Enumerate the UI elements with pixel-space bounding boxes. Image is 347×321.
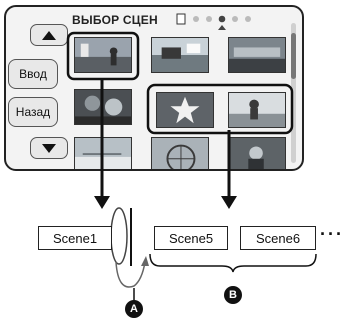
arrow-down-icon: [221, 196, 237, 209]
scene-thumbnail-9[interactable]: [228, 137, 286, 169]
triangle-up-icon: [42, 30, 56, 40]
scroll-down-button[interactable]: [30, 137, 68, 159]
triangle-down-icon: [42, 143, 56, 153]
page-indicator-doc-icon: [176, 13, 186, 25]
scene-thumbnail-2[interactable]: [151, 37, 209, 73]
screen-title: ВЫБОР СЦЕН: [72, 13, 158, 27]
scrollbar-thumb[interactable]: [291, 33, 296, 79]
scene-thumbnail-5[interactable]: [156, 92, 214, 128]
label-b-badge: B: [224, 286, 242, 304]
curved-arrow-icon: [115, 261, 146, 288]
scene6-box: Scene6: [240, 226, 316, 250]
enter-button[interactable]: Ввод: [8, 59, 58, 89]
scene1-box: Scene1: [38, 226, 112, 250]
scene-thumbnail-8[interactable]: [151, 137, 209, 169]
scene-select-screen: Ввод Назад ВЫБОР СЦЕН: [4, 5, 304, 171]
selection-box-scene1: [66, 31, 140, 81]
selection-highlights: [66, 31, 294, 135]
scene5-box: Scene5: [154, 226, 228, 250]
scene-thumbnail-3[interactable]: [228, 37, 286, 73]
scene-thumbnail-1[interactable]: [74, 37, 132, 73]
scenes-bracket: [149, 253, 317, 273]
scrollbar[interactable]: [291, 23, 296, 163]
arrow-down-icon: [94, 196, 110, 209]
label-a-badge: A: [125, 300, 143, 318]
scene-split-marker: [110, 207, 128, 265]
continuation-dots: ···: [320, 224, 344, 244]
selection-box-scene5-6: [146, 83, 294, 135]
page-indicator: [176, 13, 251, 30]
scene-thumbnail-6[interactable]: [228, 92, 286, 128]
scroll-up-button[interactable]: [30, 24, 68, 46]
back-button[interactable]: Назад: [8, 97, 58, 127]
